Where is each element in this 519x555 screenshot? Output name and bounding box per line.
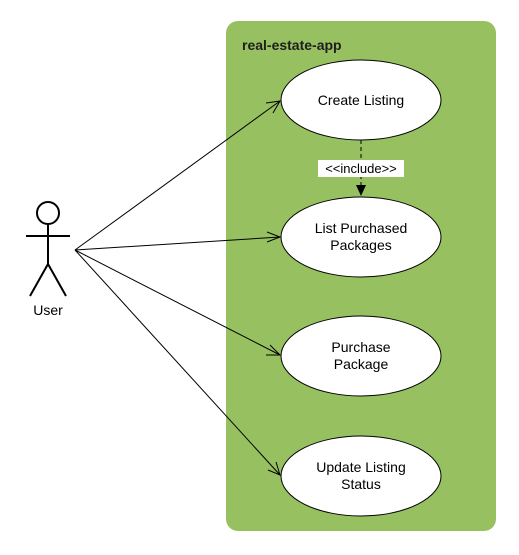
use-case-list-purchased-packages[interactable]: List Purchased Packages	[280, 196, 442, 278]
association-line-create-listing	[74, 100, 281, 251]
use-case-label-line: Create Listing	[318, 92, 404, 108]
system-title: real-estate-app	[242, 37, 342, 53]
association-line-list-purchased-packages	[74, 236, 281, 251]
use-case-update-listing-status[interactable]: Update Listing Status	[280, 435, 442, 517]
actor-right-leg	[47, 263, 67, 297]
use-case-label-line: Packages	[330, 237, 391, 253]
use-case-purchase-package[interactable]: Purchase Package	[280, 315, 442, 397]
actor-head-icon	[36, 201, 60, 225]
use-case-label-line: Purchase	[331, 339, 390, 355]
use-case-create-listing[interactable]: Create Listing	[280, 59, 442, 141]
use-case-ellipse[interactable]	[280, 196, 442, 278]
association-arrowhead-update-listing-status	[267, 461, 281, 476]
use-case-label-line: List Purchased	[315, 220, 408, 236]
association-line-update-listing-status	[74, 249, 281, 476]
association-arrowhead-create-listing	[265, 100, 281, 114]
actor-left-leg	[29, 263, 49, 297]
use-case-label-line: Status	[341, 476, 381, 492]
association-lines	[74, 100, 282, 476]
actor-user[interactable]: User	[26, 201, 70, 318]
include-label: <<include>>	[325, 161, 397, 176]
use-case-label-line: Package	[334, 356, 389, 372]
association-arrowhead-purchase-package	[266, 344, 282, 356]
use-case-label-line: Update Listing	[316, 459, 406, 475]
include-arrowhead	[356, 185, 366, 196]
association-arrowhead-list-purchased-packages	[266, 231, 282, 243]
use-case-ellipse[interactable]	[280, 315, 442, 397]
association-line-purchase-package	[74, 249, 281, 356]
include-label-bg	[318, 160, 404, 177]
use-case-ellipse[interactable]	[280, 59, 442, 141]
use-case-ellipse[interactable]	[280, 435, 442, 517]
actor-label: User	[33, 302, 63, 318]
